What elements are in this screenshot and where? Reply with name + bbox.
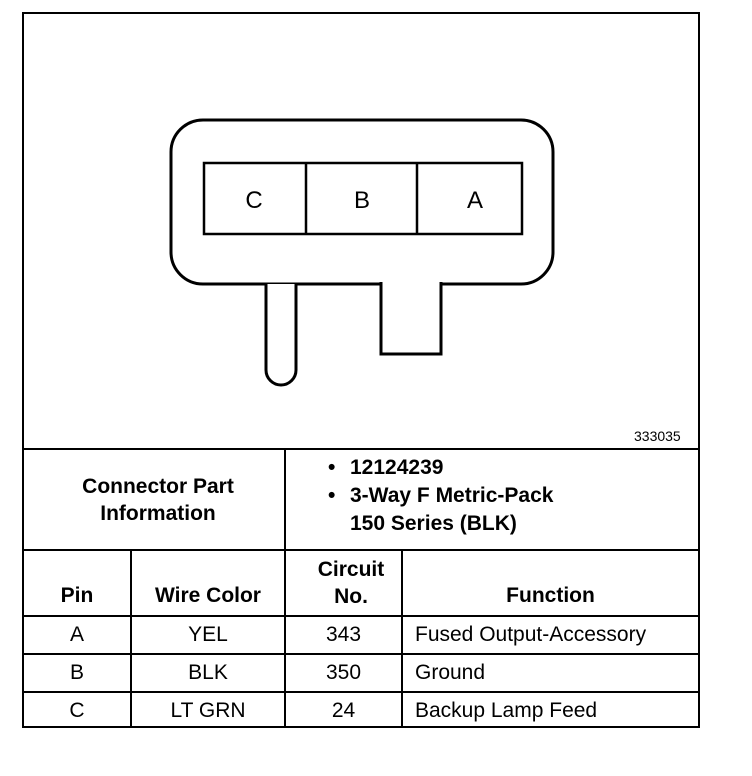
part-info-item: • 3-Way F Metric-Pack (328, 482, 553, 510)
bullet-icon: • (328, 456, 336, 479)
bullet-icon: • (328, 484, 336, 507)
part-info-heading: Connector Part Information (82, 475, 234, 525)
part-number: 12124239 (350, 456, 444, 479)
connector-diagram-frame: C B A 333035 Connector Part Information … (22, 12, 700, 728)
col-divider (130, 549, 132, 728)
table-rule-row (24, 691, 698, 693)
pin-label-b: B (354, 187, 370, 214)
header-wire-color: Wire Color (155, 584, 261, 607)
table-cell-function: Fused Output-Accessory (415, 623, 647, 646)
part-info-item: 150 Series (BLK) (328, 510, 553, 538)
part-info-divider (284, 448, 286, 550)
pin-label-c: C (245, 187, 262, 214)
header-function: Function (506, 584, 595, 607)
table-cell-wire-color: YEL (188, 623, 228, 646)
latch-tab (264, 284, 298, 387)
table-cell-wire-color: BLK (188, 661, 228, 684)
figure-number: 333035 (634, 428, 681, 444)
table-cell-wire-color: LT GRN (170, 699, 246, 722)
col-divider (284, 549, 286, 728)
header-circuit-no: Circuit No. (317, 558, 385, 608)
table-cell-pin: C (69, 699, 85, 722)
connector-type: 3-Way F Metric-Pack (350, 484, 554, 507)
connector-series: 150 Series (BLK) (350, 512, 517, 535)
table-rule-top (24, 448, 698, 450)
table-rule-header (24, 549, 698, 551)
header-pin: Pin (60, 584, 94, 607)
table-cell-function: Backup Lamp Feed (415, 699, 598, 722)
table-cell-circuit: 24 (331, 699, 356, 722)
table-cell-pin: A (69, 623, 84, 646)
key-tab (379, 282, 443, 356)
table-rule-row (24, 653, 698, 655)
col-divider (401, 549, 403, 728)
connector-drawing: C B A (169, 118, 555, 387)
table-cell-function: Ground (415, 661, 486, 684)
pin-cavity-box (202, 161, 524, 236)
table-cell-circuit: 350 (325, 661, 362, 684)
table-cell-pin: B (69, 661, 84, 684)
table-cell-circuit: 343 (325, 623, 362, 646)
part-info-list: • 12124239 • 3-Way F Metric-Pack 150 Serie… (328, 454, 553, 538)
table-rule-body (24, 615, 698, 617)
pin-label-a: A (467, 187, 483, 214)
part-info-item: • 12124239 (328, 454, 553, 482)
